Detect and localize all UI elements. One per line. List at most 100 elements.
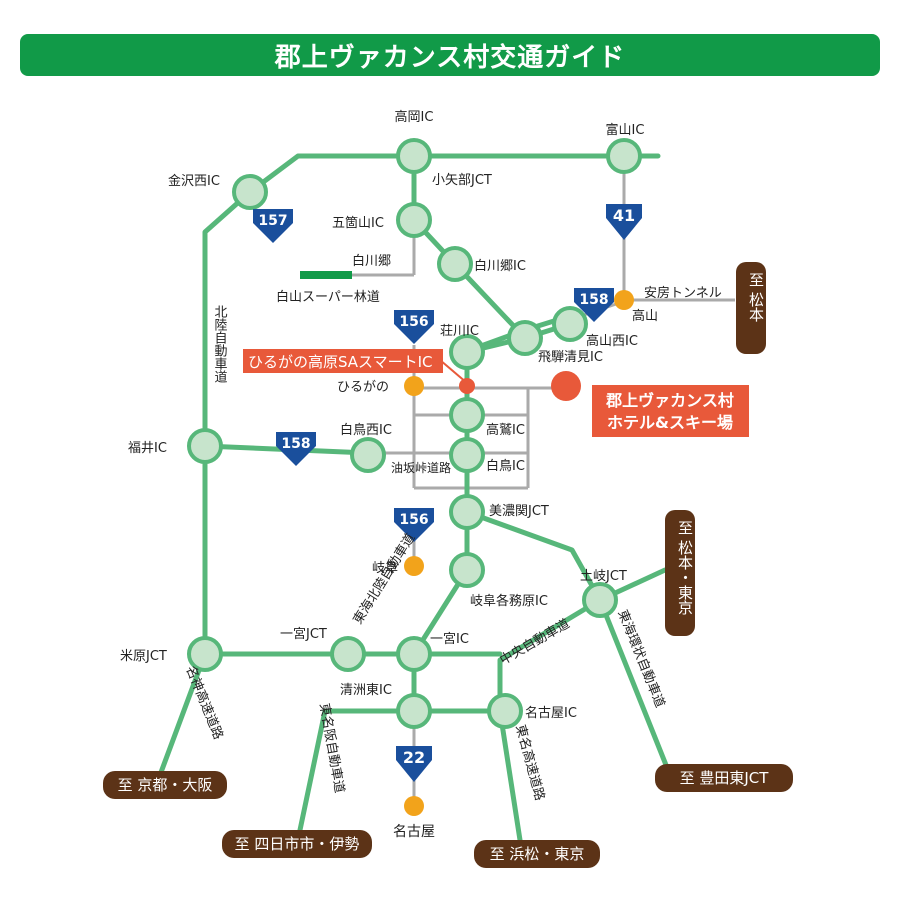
label-hida-kiyomi: 飛騨清見IC [538, 350, 603, 365]
label-ichinomiya-jct: 一宮JCT [280, 626, 327, 642]
hirugano-sa-marker [459, 378, 475, 394]
route-157-badge: 157 [253, 209, 293, 243]
interchanges [187, 138, 642, 729]
route-158b-badge: 158 [276, 432, 316, 466]
expressway-labels: 北陸自動車道 東海北陸自動車道 中央自動車道 東海環状自動車道 名神高速道路 東… [182, 305, 668, 802]
label-takayama: 高山 [632, 308, 658, 324]
route-157-number: 157 [258, 213, 287, 229]
node-shokawa [449, 334, 485, 370]
node-fukui [187, 428, 223, 464]
node-toyama [606, 138, 642, 174]
label-kiyosu: 清洲東IC [340, 682, 392, 698]
town-nagoya [404, 796, 424, 816]
node-maibara [187, 636, 223, 672]
label-higashi-meihan: 東名阪自動車道 [316, 702, 348, 794]
route-158a-badge: 158 [574, 288, 614, 322]
node-shiratori-nishi [350, 437, 386, 473]
route-158b-number: 158 [281, 436, 310, 452]
hotel-marker [551, 371, 581, 401]
label-gokayama: 五箇山IC [332, 215, 384, 231]
hotel-box [592, 385, 749, 437]
dest-matsumoto-tokyo-box [665, 510, 695, 636]
label-shokawa: 荘川IC [440, 324, 479, 339]
map-title: 郡上ヴァカンス村交通ガイド [274, 42, 626, 73]
hirugano-sa-box [243, 349, 443, 373]
node-takasu [449, 397, 485, 433]
label-takayama-nishi: 高山西IC [586, 333, 638, 349]
label-gifu: 岐阜 [372, 560, 398, 576]
sa-pointer [439, 359, 468, 384]
label-minoseki: 美濃関JCT [489, 504, 549, 519]
label-gifu-kakamigahara: 岐阜各務原IC [470, 593, 548, 609]
label-chuo: 中央自動車道 [498, 616, 573, 668]
route-156a-number: 156 [399, 314, 428, 330]
node-shiratori [449, 437, 485, 473]
town-hirugano [404, 376, 424, 396]
label-ichinomiya: 一宮IC [430, 631, 469, 647]
node-nagoya-ic [487, 693, 523, 729]
label-koyabe: 小矢部JCT [432, 173, 492, 188]
tomei [497, 708, 523, 843]
label-hirugano: ひるがの [337, 380, 389, 395]
label-toyama: 富山IC [606, 122, 645, 138]
label-shirakawago-ic: 白川郷IC [474, 258, 526, 274]
route-158a-number: 158 [579, 292, 608, 308]
node-minoseki [449, 494, 485, 530]
dest-toyota-box [655, 764, 793, 792]
tokai-kanjo-south [597, 597, 671, 773]
label-shiratori-nishi: 白鳥西IC [340, 422, 392, 438]
label-fukui: 福井IC [128, 441, 167, 456]
label-hokuriku: 北陸自動車道 [212, 305, 228, 383]
route-22-number: 22 [403, 748, 425, 767]
dest-yokkaichi-ise: 至 四日市市・伊勢 [235, 835, 360, 853]
label-abo: 安房トンネル [644, 285, 722, 301]
dest-toyota: 至 豊田東JCT [680, 769, 770, 787]
town-gifu [404, 556, 424, 576]
dest-hamamatsu-tokyo-box [474, 840, 600, 868]
route-156a-badge: 156 [394, 310, 434, 344]
node-ichinomiya-jct [330, 636, 366, 672]
label-nagoya: 名古屋 [393, 824, 435, 840]
node-gifu-kakamigahara [449, 552, 485, 588]
tokai-kanjo-east [464, 509, 603, 603]
hotel-subname: ホテル&スキー場 [607, 413, 733, 432]
dest-matsumoto-tokyo: 至 松本・東京 [676, 520, 694, 616]
node-takaoka [396, 138, 432, 174]
dest-matsumoto-box [736, 262, 766, 354]
node-kiyosu [396, 693, 432, 729]
label-shirakawago: 白川郷 [352, 253, 391, 269]
hakusan-bar [300, 271, 352, 279]
route-156b-badge: 156 [394, 508, 434, 542]
label-tokai-hokuriku: 東海北陸自動車道 [350, 530, 419, 627]
dest-yokkaichi-ise-box [222, 830, 372, 858]
destinations: 至 松本 至 松本・東京 至 京都・大阪 至 四日市市・伊勢 至 浜松・東京 至… [103, 262, 793, 868]
label-takaoka: 高岡IC [395, 109, 434, 125]
node-gokayama [396, 202, 432, 238]
label-hakusan: 白山スーパー林道 [276, 289, 380, 305]
label-kanazawa: 金沢西IC [168, 173, 220, 189]
node-shirakawago [437, 246, 473, 282]
node-labels: 高岡IC 富山IC 金沢西IC 小矢部JCT 五箇山IC 白川郷IC 白川郷 白… [120, 109, 722, 840]
hokuriku-top [247, 153, 661, 195]
hirugano-sa-label: ひるがの高原SAスマートIC [248, 353, 433, 371]
route-41-number: 41 [613, 206, 635, 225]
label-nagoya-ic: 名古屋IC [525, 705, 577, 721]
label-yusaka: 油坂峠道路 [391, 460, 451, 475]
node-kanazawa [232, 174, 268, 210]
hotel-name: 郡上ヴァカンス村 [605, 391, 734, 410]
node-takayama-nishi [552, 306, 588, 342]
route-156b-number: 156 [399, 512, 428, 528]
label-takasu: 高鷲IC [486, 422, 525, 438]
town-takayama [614, 290, 634, 310]
label-toki: 土岐JCT [580, 569, 627, 584]
node-hida-kiyomi [507, 320, 543, 356]
label-tomei: 東名高速道路 [512, 723, 548, 802]
dest-matsumoto: 至 松本 [747, 272, 765, 322]
dest-hamamatsu-tokyo: 至 浜松・東京 [490, 845, 585, 863]
route-badges: 157 41 158 156 158 156 [253, 204, 642, 782]
meishin-west [157, 651, 208, 778]
towns [404, 290, 634, 816]
higashi-meihan-west [297, 708, 328, 833]
